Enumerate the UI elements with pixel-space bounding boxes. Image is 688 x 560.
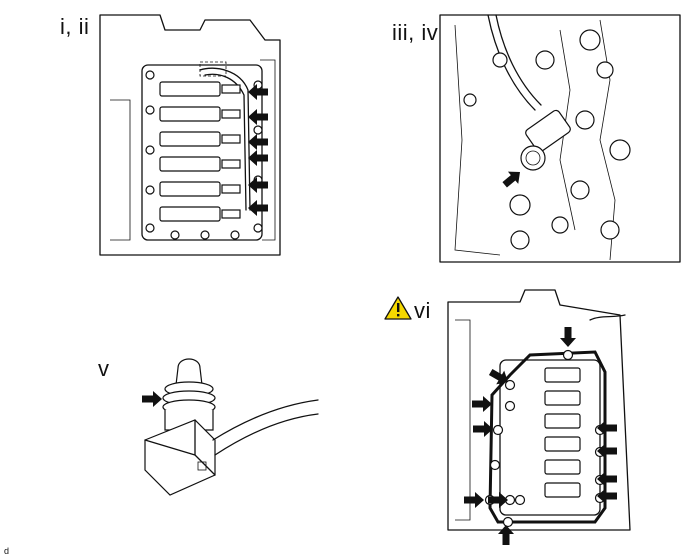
solenoid-connector [221,209,241,219]
casting-boss [492,52,508,68]
bolt [504,379,516,391]
casting-boss [609,139,631,161]
solenoid [159,106,221,122]
arrow-icon [248,150,268,166]
speed-sensor-detail [144,358,319,496]
bolt [504,400,516,412]
arrow-icon [597,420,617,436]
arrow-icon [597,471,617,487]
panel-label-i-ii: i, ii [60,14,90,39]
bolt [492,424,504,436]
solenoid-connector [221,84,241,94]
panel-label-vi: vi [414,298,431,323]
casting-boss [510,230,530,250]
solenoid [544,482,581,498]
arrow-icon [472,396,492,412]
arrow-icon [498,525,514,545]
casting-boss [509,194,531,216]
casting-boss [596,61,614,79]
solenoid-connector [221,159,241,169]
arrow-icon [248,200,268,216]
arrow-icon [248,134,268,150]
bolt [170,230,180,240]
casting-boss [551,216,569,234]
bolt [514,494,526,506]
arrow-icon [560,327,576,347]
casting-boss [579,29,601,51]
solenoid-connector [221,134,241,144]
solenoid [544,390,581,406]
panel-label-iii-iv: iii, iv [392,20,439,45]
solenoid [159,131,221,147]
bolt [562,349,574,361]
bolt [145,105,155,115]
valve-body-wiring-view [99,14,281,256]
arrow-icon [248,84,268,100]
arrow-icon [248,177,268,193]
solenoid [544,413,581,429]
solenoid-connector [221,109,241,119]
solenoid [159,81,221,97]
bolt [145,145,155,155]
solenoid [544,436,581,452]
arrow-icon [248,109,268,125]
solenoid [544,459,581,475]
casting-boss [463,93,477,107]
bolt [489,459,501,471]
casting-boss [535,50,555,70]
arrow-icon [473,421,493,437]
casting-boss [600,220,620,240]
bolt [145,185,155,195]
bolt [230,230,240,240]
arrow-icon [488,368,508,385]
solenoid [159,156,221,172]
panel-label-v: v [98,356,110,381]
warning-triangle-icon [384,296,412,320]
arrow-icon [597,443,617,459]
arrow-icon [488,492,508,508]
solenoid-connector [221,184,241,194]
sensor-closeup-view [439,14,681,263]
figure-code: d [4,546,10,556]
solenoid [159,181,221,197]
solenoid [159,206,221,222]
bolt [200,230,210,240]
arrow-icon [464,492,484,508]
casting-boss [575,110,595,130]
solenoid [544,367,581,383]
bolt [145,70,155,80]
bolt [145,223,155,233]
bolt [253,125,263,135]
arrow-icon [597,488,617,504]
bolt [253,223,263,233]
casting-boss [570,180,590,200]
arrow-icon [502,171,520,188]
arrow-icon [142,391,162,407]
bolt [502,516,514,528]
